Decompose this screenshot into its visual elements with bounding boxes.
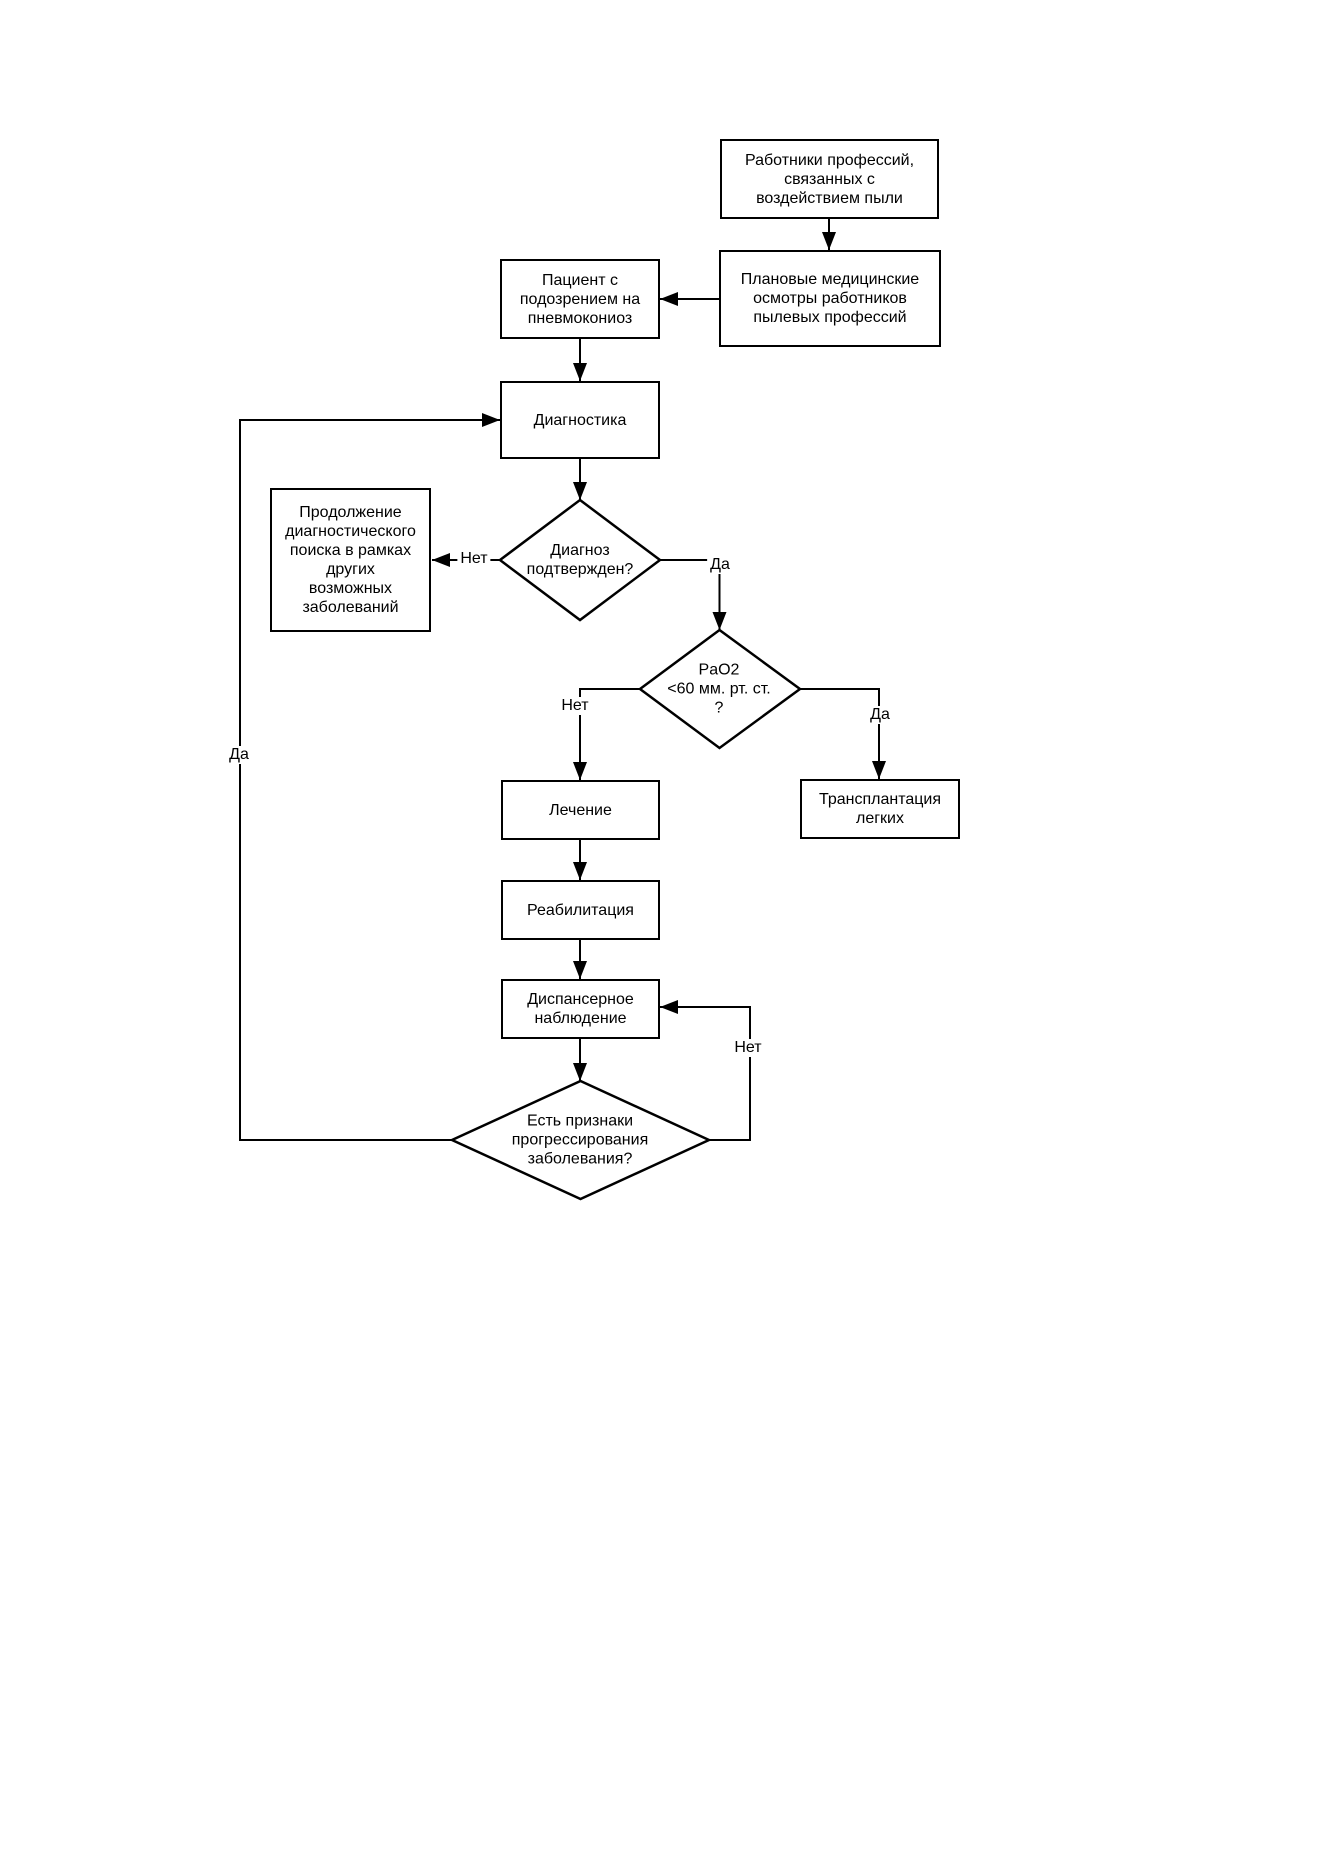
node-patient: Пациент с подозрением на пневмокониоз: [500, 259, 660, 339]
node-follow-up: Диспансерное наблюдение: [501, 979, 660, 1039]
edge-label-pao2-no: Нет: [558, 697, 592, 715]
edge-label-progression-no: Нет: [731, 1039, 765, 1057]
arrow-progression-no-to-followup: [660, 1000, 751, 1141]
node-workers: Работники профессий, связанных с воздейс…: [720, 139, 939, 219]
node-continue-search: Продолжение диагностического поиска в ра…: [270, 488, 431, 632]
edge-label-progression-yes: Да: [226, 746, 252, 764]
arrow-pao2-yes-to-transplant: [800, 688, 886, 779]
node-treatment: Лечение: [501, 780, 660, 840]
node-transplant: Трансплантация легких: [800, 779, 960, 839]
edge-label-diagnosis-yes: Да: [707, 556, 733, 574]
arrow-progression-yes-to-diagnostics: [239, 413, 500, 1141]
edge-label-pao2-yes: Да: [867, 706, 893, 724]
edge-label-diagnosis-no: Нет: [457, 550, 491, 568]
node-rehab: Реабилитация: [501, 880, 660, 940]
node-med-exams: Плановые медицинские осмотры работников …: [719, 250, 941, 347]
decision-diagnosis-confirmed-label: Диагноз подтвержден?: [526, 542, 634, 578]
decision-progression-label: Есть признаки прогрессирования заболеван…: [511, 1112, 649, 1168]
decision-progression-shape: [449, 1079, 712, 1201]
decision-diamonds: [449, 498, 803, 1201]
decision-pao2-label: PaO2 <60 мм. рт. ст. ?: [667, 661, 771, 717]
node-diagnostics: Диагностика: [500, 381, 660, 459]
arrow-pao2-no-to-treatment: [573, 688, 640, 780]
decision-diagnosis-confirmed-shape: [497, 498, 663, 622]
decision-pao2-shape: [637, 628, 803, 750]
